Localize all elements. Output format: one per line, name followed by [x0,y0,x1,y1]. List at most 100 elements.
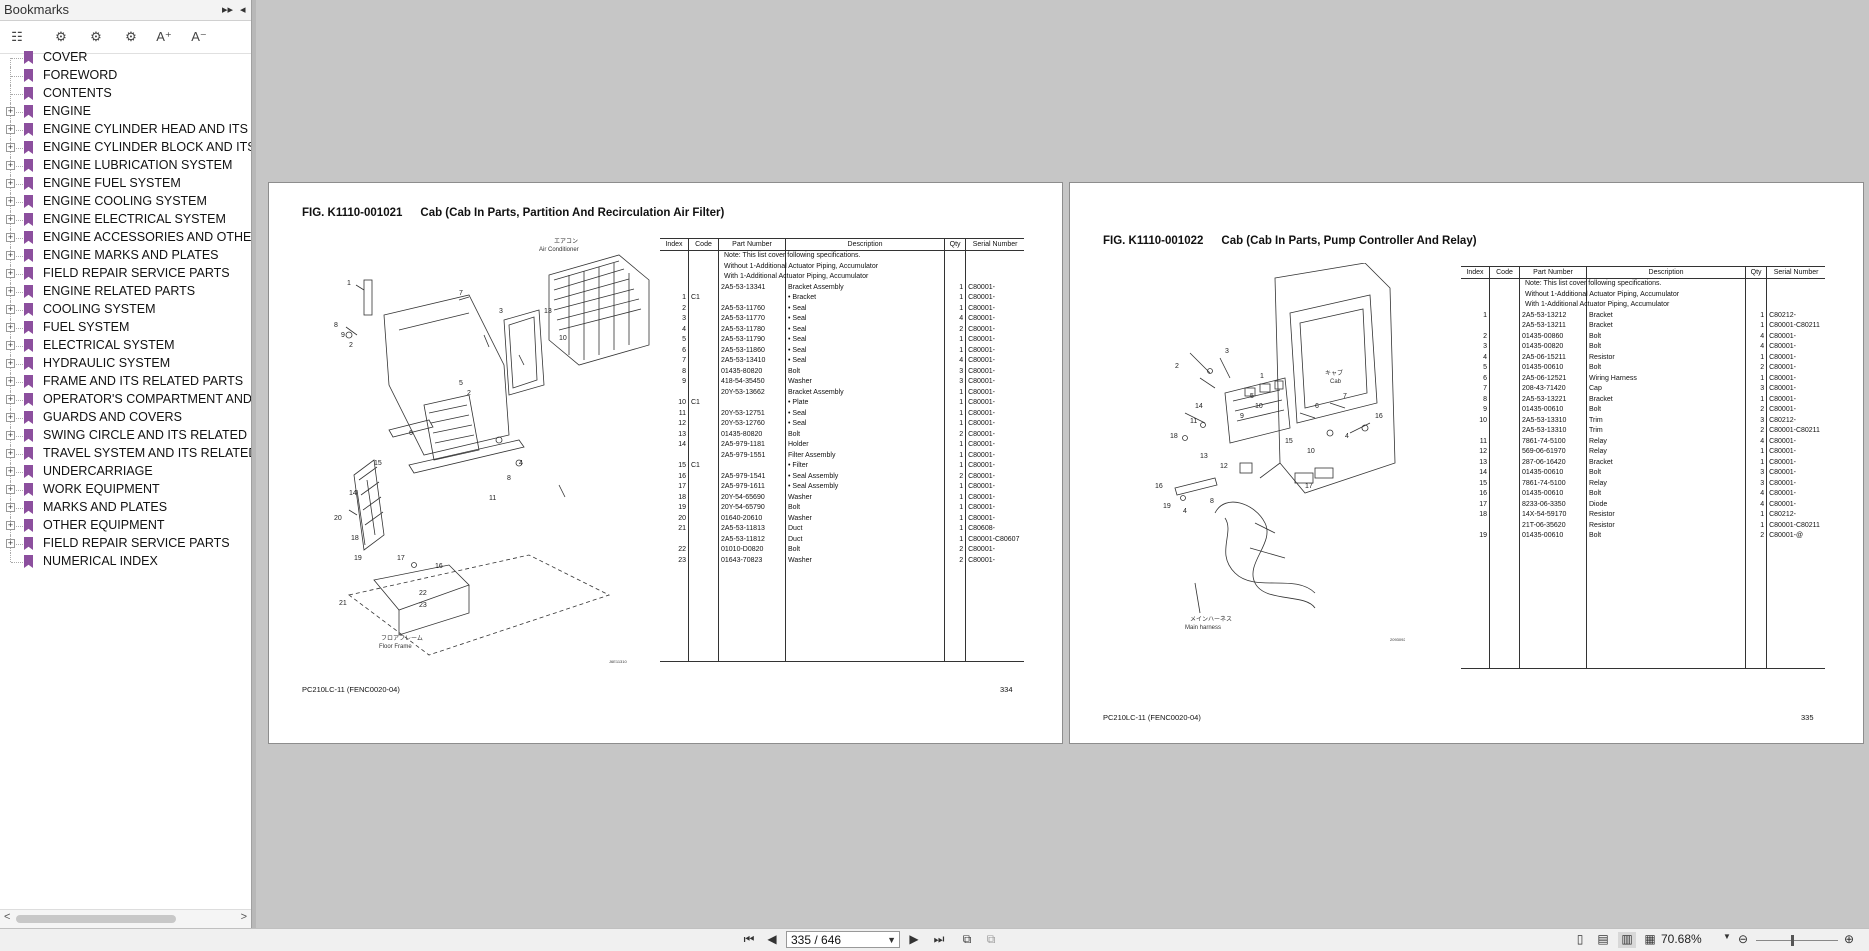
expand-plus-icon[interactable]: + [6,250,15,260]
bookmark-item[interactable]: +TRAVEL SYSTEM AND ITS RELATED P [0,445,251,463]
decrease-text-size-icon[interactable]: A⁻ [191,29,207,44]
expand-plus-icon[interactable]: + [6,214,15,224]
bookmark-item[interactable]: +FRAME AND ITS RELATED PARTS [0,373,251,391]
chevron-down-icon[interactable]: ▼ [887,935,896,945]
bookmark-item[interactable]: +COOLING SYSTEM [0,301,251,319]
bookmark-item[interactable]: FOREWORD [0,67,251,85]
svg-text:18: 18 [1170,433,1178,440]
expand-plus-icon[interactable]: + [6,106,15,116]
expand-plus-icon[interactable]: + [6,142,15,152]
expand-plus-icon[interactable]: + [6,322,15,332]
expand-plus-icon[interactable]: + [6,340,15,350]
expand-plus-icon[interactable]: + [6,358,15,368]
table-cell [1745,604,1767,615]
horizontal-scrollbar[interactable]: < > [0,909,251,928]
first-page-icon[interactable]: ⏮ [743,932,755,946]
expand-plus-icon[interactable]: + [6,286,15,296]
expand-plus-icon[interactable]: + [6,484,15,494]
previous-page-icon[interactable]: ◀ [767,932,777,946]
svg-text:17: 17 [1305,483,1313,490]
expand-plus-icon[interactable]: + [6,394,15,404]
table-cell [944,629,966,640]
expand-plus-icon[interactable]: + [6,520,15,530]
bookmark-item[interactable]: +ENGINE ACCESSORIES AND OTHERS [0,229,251,247]
bookmark-item[interactable]: COVER [0,49,251,67]
bookmark-item[interactable]: +ENGINE COOLING SYSTEM [0,193,251,211]
expand-plus-icon[interactable]: + [6,538,15,548]
bookmark-item[interactable]: +ENGINE ELECTRICAL SYSTEM [0,211,251,229]
zoom-in-icon[interactable]: ⊕ [1843,932,1855,946]
bookmark-item[interactable]: +ELECTRICAL SYSTEM [0,337,251,355]
bookmark-item[interactable]: +FIELD REPAIR SERVICE PARTS [0,265,251,283]
two-page-view-icon[interactable]: ▥ [1618,932,1636,948]
zoom-level[interactable]: 70.68% [1661,932,1702,946]
svg-text:15: 15 [1285,438,1293,445]
options-icon[interactable]: ☷ [11,29,23,44]
table-cell: 3 [1745,415,1767,426]
table-cell [660,640,689,651]
bookmark-item[interactable]: +SWING CIRCLE AND ITS RELATED PA [0,427,251,445]
bookmark-item[interactable]: +ENGINE [0,103,251,121]
next-page-icon[interactable]: ▶ [909,932,919,946]
continuous-view-icon[interactable]: ▤ [1597,932,1609,946]
find-bookmark-icon[interactable]: ⚙ [125,29,137,44]
zoom-slider[interactable] [1756,935,1838,946]
expand-plus-icon[interactable]: + [6,232,15,242]
table-cell: Bolt [784,545,945,556]
bookmark-item[interactable]: +ENGINE MARKS AND PLATES [0,247,251,265]
bookmark-item[interactable]: +UNDERCARRIAGE [0,463,251,481]
bookmark-item[interactable]: +OPERATOR'S COMPARTMENT AND CO [0,391,251,409]
bookmark-item[interactable]: +MARKS AND PLATES [0,499,251,517]
two-page-scroll-icon[interactable]: ▦ [1644,932,1656,946]
bookmark-item[interactable]: +ENGINE CYLINDER HEAD AND ITS REI [0,121,251,139]
bookmark-item[interactable]: +OTHER EQUIPMENT [0,517,251,535]
table-cell: 1 [944,398,966,409]
bookmark-label: ENGINE LUBRICATION SYSTEM [43,158,233,172]
scrollbar-thumb[interactable] [16,915,176,923]
page-number-input[interactable]: 335 / 646 ▼ [786,931,900,948]
expand-plus-icon[interactable]: + [6,196,15,206]
expand-plus-icon[interactable]: + [6,178,15,188]
expand-bookmark-icon[interactable]: ⚙ [55,29,67,44]
bookmark-item[interactable]: + ENGINE LUBRICATION SYSTEM [0,157,251,175]
scroll-right-icon[interactable]: > [240,911,247,923]
increase-text-size-icon[interactable]: A⁺ [156,29,172,44]
bookmark-item[interactable]: +HYDRAULIC SYSTEM [0,355,251,373]
expand-plus-icon[interactable]: + [6,412,15,422]
collapse-bookmark-icon[interactable]: ⚙ [90,29,102,44]
expand-plus-icon[interactable]: + [6,502,15,512]
expand-plus-icon[interactable]: + [6,448,15,458]
expand-plus-icon[interactable]: + [6,160,15,170]
table-cell: Relay [1585,447,1746,458]
bookmark-item[interactable]: +FIELD REPAIR SERVICE PARTS [0,535,251,553]
bookmark-item[interactable]: +GUARDS AND COVERS [0,409,251,427]
tree-line [11,436,23,437]
last-page-icon[interactable]: ⏭ [933,932,945,946]
bookmark-item[interactable]: +WORK EQUIPMENT [0,481,251,499]
expand-plus-icon[interactable]: + [6,376,15,386]
single-page-view-icon[interactable]: ▯ [1576,932,1584,946]
previous-view-icon[interactable]: ⧉ [962,932,972,946]
expand-plus-icon[interactable]: + [6,304,15,314]
zoom-dropdown-icon[interactable]: ▼ [1723,932,1731,941]
zoom-out-icon[interactable]: ⊖ [1737,932,1749,946]
zoom-slider-handle[interactable] [1791,935,1794,946]
expand-plus-icon[interactable]: + [6,124,15,134]
next-view-icon[interactable]: ⧉ [986,932,996,946]
bookmark-item[interactable]: +ENGINE CYLINDER BLOCK AND ITS RE [0,139,251,157]
expand-plus-icon[interactable]: + [6,430,15,440]
collapse-panel-icon[interactable]: ◂ [240,4,246,16]
panel-splitter[interactable] [252,0,256,928]
bookmark-item[interactable]: +FUEL SYSTEM [0,319,251,337]
bookmark-item[interactable]: +ENGINE RELATED PARTS [0,283,251,301]
expand-plus-icon[interactable]: + [6,466,15,476]
bookmark-item[interactable]: +ENGINE FUEL SYSTEM [0,175,251,193]
bookmark-item[interactable]: CONTENTS [0,85,251,103]
table-cell: 1 [944,450,966,461]
bookmark-item[interactable]: NUMERICAL INDEX [0,553,251,571]
scroll-left-icon[interactable]: < [4,911,11,923]
table-cell: Bolt [1585,405,1746,416]
expand-plus-icon[interactable]: + [6,268,15,278]
expand-all-icon[interactable]: ▸▸ [222,4,234,16]
table-cell: 5 [1483,364,1487,371]
